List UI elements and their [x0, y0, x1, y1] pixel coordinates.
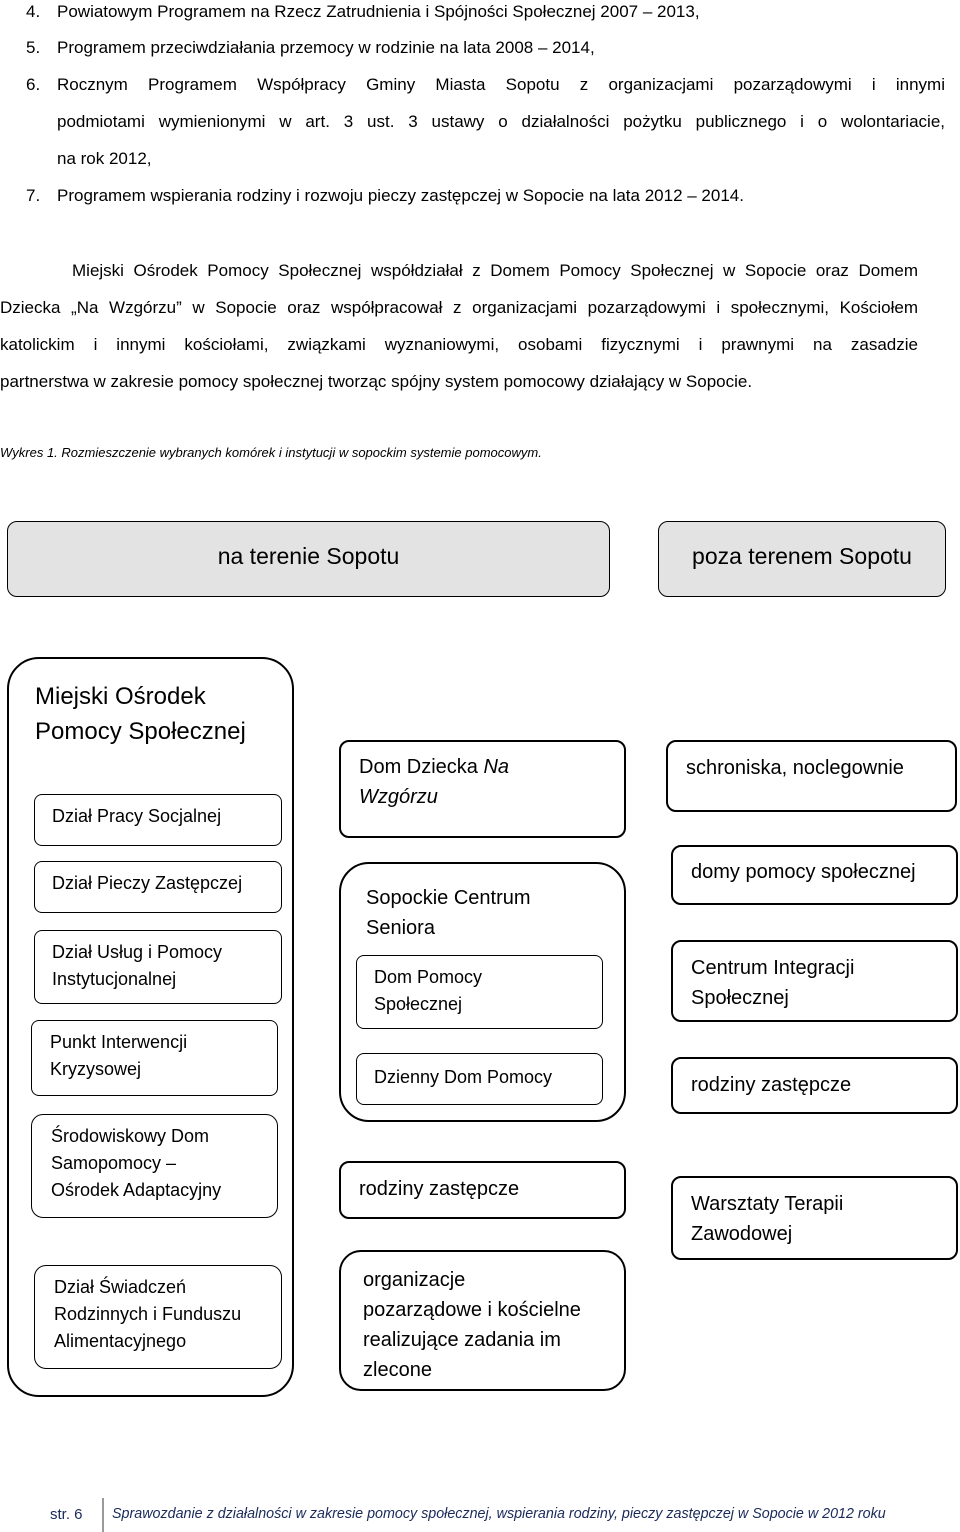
scs-title: Sopockie Centrum Seniora — [366, 883, 531, 943]
footer-title: Sprawozdanie z działalności w zakresie p… — [112, 1506, 886, 1522]
scs-title-line: Seniora — [366, 917, 435, 939]
box-label: realizujące zadania im — [363, 1329, 561, 1351]
unit-label: Dział Pieczy Zastępczej — [52, 873, 243, 893]
unit-label: Rodzinnych i Funduszu — [54, 1304, 242, 1324]
dom-dziecka-text: Dom Dziecka — [359, 756, 484, 778]
box-label: Centrum Integracji — [691, 957, 855, 979]
unit-label: Dział Usług i Pomocy — [52, 942, 223, 962]
unit-label: Alimentacyjnego — [54, 1331, 187, 1351]
box-label: pozarządowe i kościelne — [363, 1299, 581, 1321]
paragraph-line: partnerstwa w zakresie pomocy społecznej… — [0, 372, 753, 391]
foster-families-outside-box: rodziny zastępcze — [671, 1057, 958, 1114]
list-number: 6. — [26, 75, 41, 94]
dom-dziecka-box: Dom Dziecka Na Wzgórzu — [339, 740, 626, 838]
scs-unit: Dzienny Dom Pomocy — [356, 1053, 603, 1105]
unit-label: Instytucjonalnej — [52, 969, 177, 989]
unit-label: Dom Pomocy — [374, 967, 483, 987]
paragraph-line: Miejski Ośrodek Pomocy Społecznej współd… — [72, 261, 918, 280]
dom-dziecka-line: Dom Dziecka Na — [359, 752, 624, 782]
unit-label: Dział Świadczeń — [54, 1277, 187, 1297]
scs-title-line: Sopockie Centrum — [366, 887, 531, 909]
unit-label: Samopomocy – — [51, 1153, 177, 1173]
figure-caption: Wykres 1. Rozmieszczenie wybranych komór… — [0, 445, 542, 460]
header-outside-sopot: poza terenem Sopotu — [658, 521, 946, 597]
scs-unit: Dom Pomocy Społecznej — [356, 955, 603, 1029]
unit-label: Społecznej — [374, 994, 463, 1014]
box-label: rodziny zastępcze — [691, 1074, 852, 1096]
ngo-box: organizacje pozarządowe i kościelne real… — [339, 1250, 626, 1391]
box-label: schroniska, noclegownie — [686, 757, 904, 779]
paragraph-line: Dziecka „Na Wzgórzu” w Sopocie oraz wspó… — [0, 298, 918, 317]
footer-divider — [102, 1498, 104, 1532]
mops-unit: Punkt Interwencji Kryzysowej — [31, 1020, 278, 1096]
mops-title: Miejski Ośrodek Pomocy Społecznej — [35, 679, 246, 749]
box-label: organizacje — [363, 1269, 466, 1291]
header-in-sopot: na terenie Sopotu — [7, 521, 610, 597]
foster-families-box: rodziny zastępcze — [339, 1161, 626, 1219]
box-label: Społecznej — [691, 987, 789, 1009]
dom-dziecka-line: Wzgórzu — [359, 782, 624, 812]
list-text: Programem przeciwdziałania przemocy w ro… — [57, 38, 595, 57]
unit-label: Kryzysowej — [50, 1059, 142, 1079]
unit-label: Środowiskowy Dom — [51, 1126, 210, 1146]
mops-title-line: Pomocy Społecznej — [35, 718, 246, 745]
list-number: 7. — [26, 186, 41, 205]
mops-unit: Dział Pracy Socjalnej — [34, 794, 282, 846]
mops-title-line: Miejski Ośrodek — [35, 683, 206, 710]
unit-label: Punkt Interwencji — [50, 1032, 188, 1052]
shelters-box: schroniska, noclegownie — [666, 740, 957, 812]
box-label: rodziny zastępcze — [359, 1178, 520, 1200]
list-text: Programem wspierania rodziny i rozwoju p… — [57, 186, 744, 205]
list-text: Rocznym Programem Współpracy Gminy Miast… — [57, 75, 945, 94]
paragraph-line: katolickim i innymi kościołami, związkam… — [0, 335, 918, 354]
page-number: str. 6 — [50, 1506, 83, 1523]
list-text: podmiotami wymienionymi w art. 3 ust. 3 … — [57, 112, 945, 131]
dom-dziecka-italic: Wzgórzu — [359, 786, 438, 808]
page-footer: str. 6 Sprawozdanie z działalności w zak… — [0, 1498, 960, 1532]
list-number: 5. — [26, 38, 41, 57]
unit-label: Dział Pracy Socjalnej — [52, 806, 222, 826]
box-label: zlecone — [363, 1359, 432, 1381]
dom-dziecka-italic: Na — [483, 756, 510, 778]
mops-unit: Dział Pieczy Zastępczej — [34, 861, 282, 913]
list-text: Powiatowym Programem na Rzecz Zatrudnien… — [57, 2, 700, 21]
unit-label: Dzienny Dom Pomocy — [374, 1067, 553, 1087]
box-label: Zawodowej — [691, 1223, 793, 1245]
list-text: na rok 2012, — [57, 149, 152, 168]
mops-unit: Dział Świadczeń Rodzinnych i Funduszu Al… — [34, 1265, 282, 1369]
box-label: domy pomocy społecznej — [691, 861, 916, 883]
mops-unit: Dział Usług i Pomocy Instytucjonalnej — [34, 930, 282, 1004]
list-number: 4. — [26, 2, 41, 21]
mops-unit: Środowiskowy Dom Samopomocy – Ośrodek Ad… — [31, 1114, 278, 1218]
cis-box: Centrum Integracji Społecznej — [671, 940, 958, 1022]
unit-label: Ośrodek Adaptacyjny — [51, 1180, 222, 1200]
therapy-workshops-box: Warsztaty Terapii Zawodowej — [671, 1176, 958, 1260]
box-label: Warsztaty Terapii — [691, 1193, 844, 1215]
body-paragraph: Miejski Ośrodek Pomocy Społecznej współd… — [0, 252, 918, 400]
care-homes-box: domy pomocy społecznej — [671, 845, 958, 905]
